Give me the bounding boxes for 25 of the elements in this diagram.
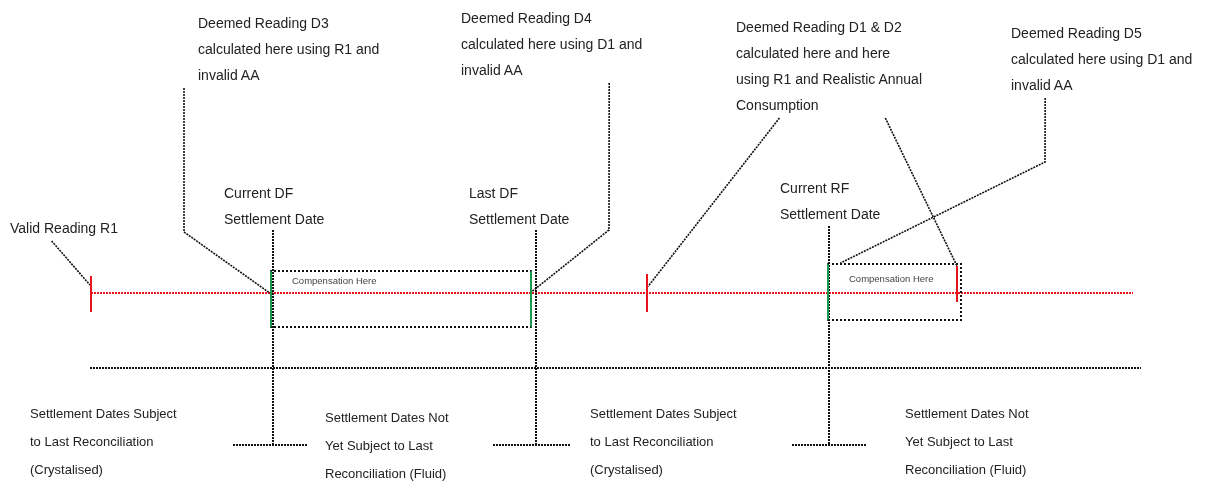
tick-mark — [956, 266, 958, 302]
period-label: Settlement Dates Subject to Last Reconciliation (Crystalised) — [590, 405, 738, 479]
date-label: Current DF Settlement Date — [224, 184, 326, 229]
dashed-frame — [827, 263, 962, 321]
dashed-frame — [270, 270, 532, 328]
period-label: Settlement Dates Subject to Last Reconciliation (Crystalised) — [30, 405, 178, 479]
callout-text: Deemed Reading D1 & D2 calculated here and here using R1 and Realistic Annual Consumption — [736, 14, 925, 118]
date-label: Last DF Settlement Date — [469, 184, 571, 229]
leader-line — [183, 87, 271, 294]
frame-label: Compensation Here — [292, 275, 377, 286]
period-label: Settlement Dates Not Yet Subject to Last Reconciliation (Fluid) — [905, 405, 1030, 479]
leader-line — [839, 97, 1046, 264]
date-label: Current RF Settlement Date — [780, 179, 882, 224]
tick-mark — [90, 276, 92, 312]
leader-line — [647, 117, 781, 288]
period-label: Settlement Dates Not Yet Subject to Last Reconciliation (Fluid) — [325, 409, 450, 483]
callout-text: Deemed Reading D4 calculated here using D1 and invalid AA — [461, 5, 651, 83]
leader-line — [531, 82, 610, 293]
leader-line — [50, 240, 91, 286]
leader-line — [884, 117, 958, 267]
callout-text: Valid Reading R1 — [10, 215, 140, 241]
frame-label: Compensation Here — [849, 273, 934, 284]
tick-mark — [646, 274, 648, 312]
callout-text: Deemed Reading D3 calculated here using R1 and invalid AA — [184, 10, 388, 88]
callout-text: Deemed Reading D5 calculated here using D1 and invalid AA — [1011, 20, 1201, 98]
